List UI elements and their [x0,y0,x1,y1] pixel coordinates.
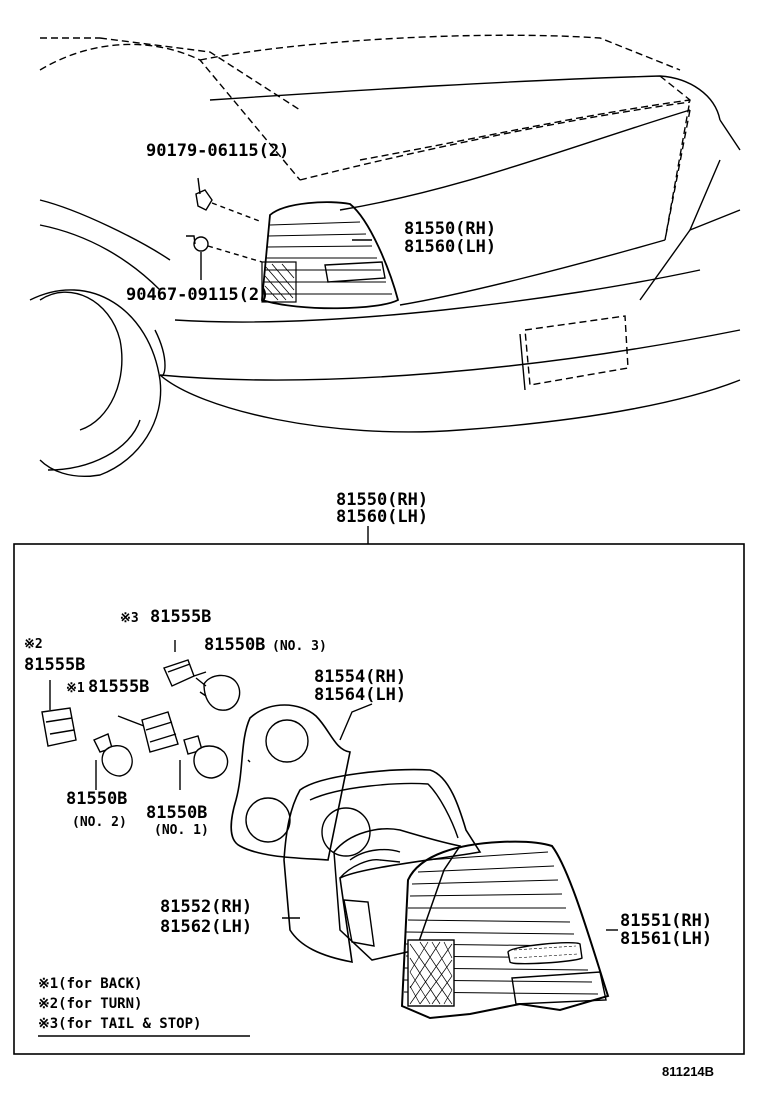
mark-socket-2: ※2 [24,637,43,652]
socket-1-drawing [117,711,229,790]
label-lens-rh: 81551(RH) [620,911,713,931]
parts-box [13,543,745,1055]
label-socket-3: 81555B [150,607,212,627]
note-1: ※1(for BACK) [38,976,143,992]
gasket-drawing [230,703,373,861]
label-housing-lh: 81562(LH) [160,917,253,937]
note-2: ※2(for TURN) [38,996,143,1012]
socket-2-drawing [41,680,133,790]
figure-code: 811214B [662,1064,715,1079]
car-rear-illustration [29,34,741,477]
label-screw-90467: 90467-09115(2) [126,285,270,305]
label-bulb-2-no: (NO. 2) [72,815,127,830]
housing-drawing [282,768,482,963]
reflector-drawing [333,828,462,961]
socket-3-drawing [163,640,241,711]
lens-drawing [400,840,618,1020]
label-bulb-1: 81550B [146,803,208,823]
label-gasket-lh: 81564(LH) [314,685,407,705]
label-lamp-rh-top: 81550(RH) [404,219,497,239]
note-3: ※3(for TAIL & STOP) [38,1016,202,1032]
label-bulb-1-no: (NO. 1) [154,823,209,838]
mark-socket-3: ※3 [120,611,139,626]
label-socket-2: 81555B [24,655,86,675]
label-housing-rh: 81552(RH) [160,897,253,917]
label-bulb-3-no: (NO. 3) [272,639,327,654]
label-bulb-3: 81550B [204,635,266,655]
label-bolt-90179: 90179-06115(2) [146,141,290,161]
mark-socket-1: ※1 [66,681,85,696]
label-gasket-rh: 81554(RH) [314,667,407,687]
label-lamp-lh-top: 81560(LH) [404,237,497,257]
label-lens-lh: 81561(LH) [620,929,713,949]
label-assembly-rh: 81550(RH) [336,490,429,510]
label-assembly-lh: 81560(LH) [336,507,429,527]
label-bulb-2: 81550B [66,789,128,809]
label-socket-1: 81555B [88,677,150,697]
